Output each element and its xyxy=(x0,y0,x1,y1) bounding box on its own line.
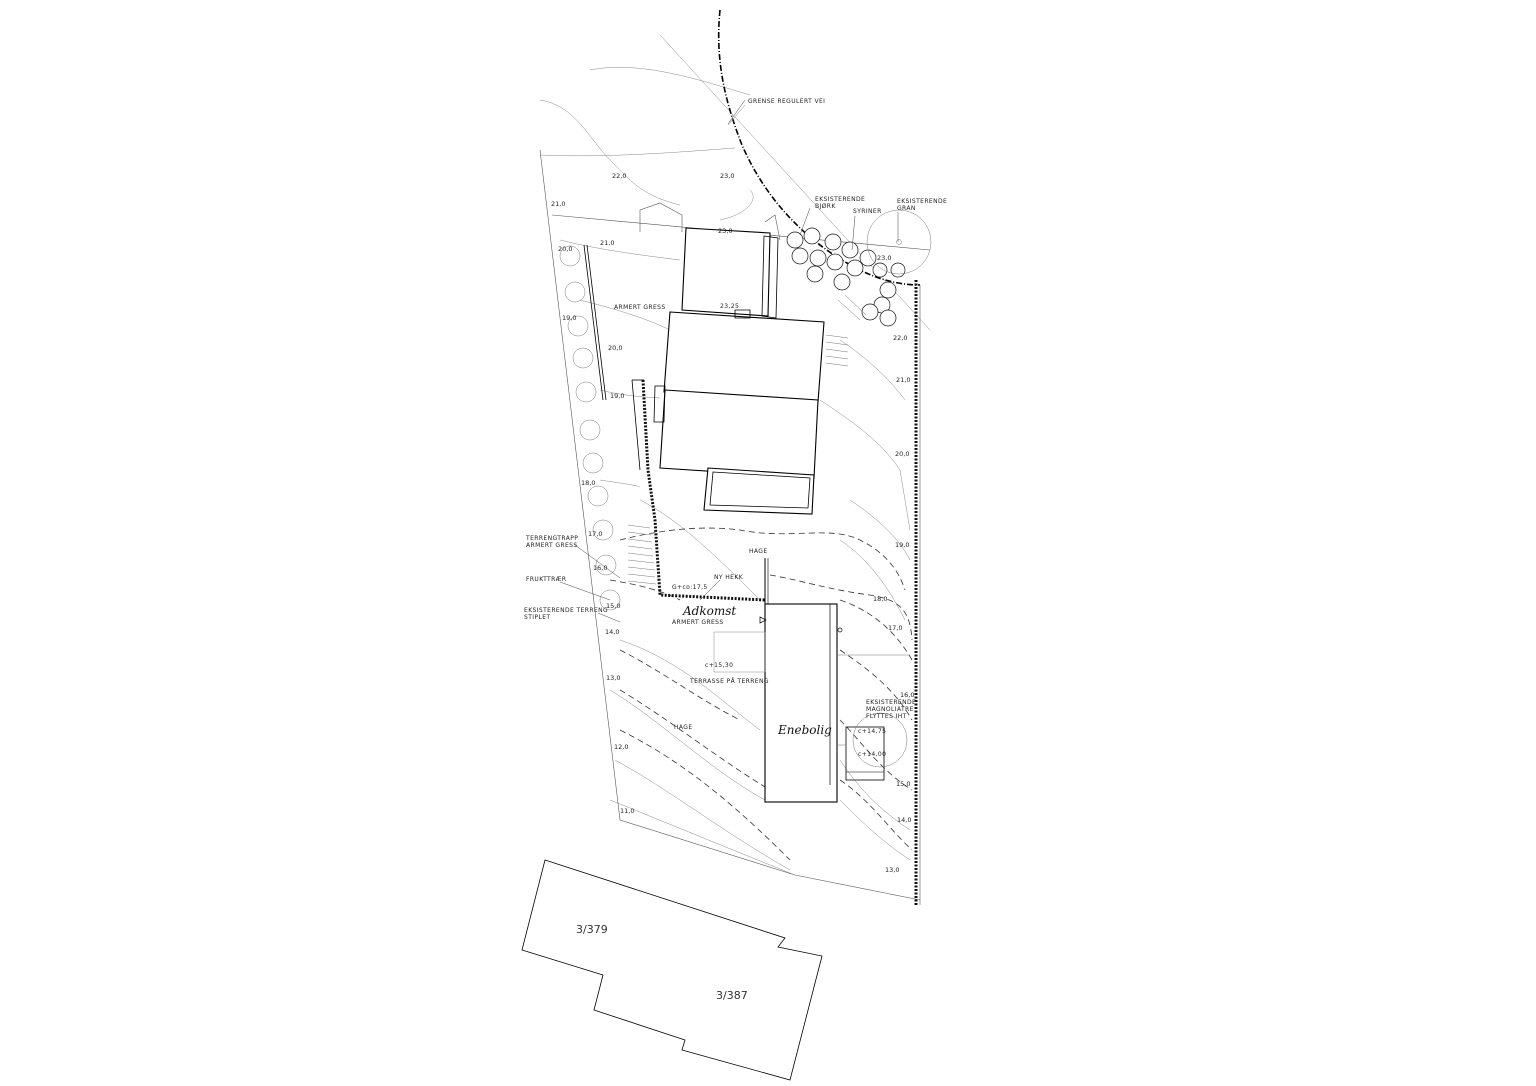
svg-text:22,0: 22,0 xyxy=(893,334,907,342)
existing-spruce xyxy=(866,209,932,275)
svg-text:13,0: 13,0 xyxy=(885,866,899,874)
svg-text:16,0: 16,0 xyxy=(900,691,914,699)
svg-text:21,0: 21,0 xyxy=(551,200,565,208)
svg-text:23,0: 23,0 xyxy=(877,254,891,262)
svg-text:23,0: 23,0 xyxy=(718,227,732,235)
svg-text:14,0: 14,0 xyxy=(605,628,619,636)
svg-text:GRENSE REGULERT VEI: GRENSE REGULERT VEI xyxy=(748,98,825,105)
svg-text:FRUKTTRÆR: FRUKTTRÆR xyxy=(526,576,567,583)
svg-text:TERRENGTRAPP: TERRENGTRAPP xyxy=(525,535,578,542)
svg-text:15,0: 15,0 xyxy=(606,602,620,610)
svg-text:ARMERT GRESS: ARMERT GRESS xyxy=(672,619,724,626)
svg-text:HAGE: HAGE xyxy=(749,548,768,555)
svg-text:HAGE: HAGE xyxy=(674,724,693,731)
svg-text:20,0: 20,0 xyxy=(608,344,622,352)
svg-text:19,0: 19,0 xyxy=(610,392,624,400)
svg-text:EKSISTERENDE TERRENG: EKSISTERENDE TERRENG xyxy=(524,607,608,614)
svg-text:FLYTTES IHT: FLYTTES IHT xyxy=(866,713,907,720)
svg-text:Enebolig: Enebolig xyxy=(777,723,832,737)
svg-text:20,0: 20,0 xyxy=(895,450,909,458)
svg-text:21,0: 21,0 xyxy=(600,239,614,247)
svg-text:19,0: 19,0 xyxy=(895,541,909,549)
svg-text:18,0: 18,0 xyxy=(581,479,595,487)
svg-text:11,0: 11,0 xyxy=(620,807,634,815)
svg-text:SYRINER: SYRINER xyxy=(853,208,882,215)
svg-text:17,0: 17,0 xyxy=(588,530,602,538)
svg-text:12,0: 12,0 xyxy=(614,743,628,751)
svg-text:22,0: 22,0 xyxy=(612,172,626,180)
svg-text:c+14,75: c+14,75 xyxy=(858,728,886,735)
svg-text:c+15,30: c+15,30 xyxy=(705,662,733,669)
svg-text:ARMERT GRESS: ARMERT GRESS xyxy=(614,304,666,311)
svg-text:23,0: 23,0 xyxy=(720,172,734,180)
svg-text:EKSISTERENDE: EKSISTERENDE xyxy=(866,699,916,706)
svg-text:18,0: 18,0 xyxy=(873,595,887,603)
svg-text:EKSISTERENDE: EKSISTERENDE xyxy=(897,198,947,205)
svg-text:3/379: 3/379 xyxy=(576,923,608,936)
svg-text:G+co:17,5: G+co:17,5 xyxy=(672,584,708,591)
neighbor-building xyxy=(521,859,823,1081)
svg-text:15,0: 15,0 xyxy=(896,780,910,788)
svg-text:STIPLET: STIPLET xyxy=(524,614,550,621)
svg-text:13,0: 13,0 xyxy=(606,674,620,682)
svg-text:19,0: 19,0 xyxy=(562,314,576,322)
svg-text:3/387: 3/387 xyxy=(716,989,748,1002)
buildings xyxy=(653,227,910,803)
terrain-stairs xyxy=(627,524,657,585)
contour-labels: 22,0 23,0 21,0 21,0 23,0 20,0 19,0 20,0 … xyxy=(551,172,914,874)
svg-text:23,25: 23,25 xyxy=(720,303,739,310)
svg-text:ARMERT GRESS: ARMERT GRESS xyxy=(526,542,578,549)
existing-birch-trees xyxy=(786,227,906,327)
svg-text:16,0: 16,0 xyxy=(593,564,607,572)
svg-text:20,0: 20,0 xyxy=(558,245,572,253)
svg-text:EKSISTERENDE: EKSISTERENDE xyxy=(815,196,865,203)
terrain-lines xyxy=(539,9,931,905)
svg-text:Adkomst: Adkomst xyxy=(682,604,736,618)
fruit-trees xyxy=(559,245,621,611)
svg-text:21,0: 21,0 xyxy=(896,376,910,384)
enebolig-house xyxy=(764,603,838,803)
svg-text:c+14,00: c+14,00 xyxy=(858,751,886,758)
svg-text:NY HEKK: NY HEKK xyxy=(714,574,744,581)
svg-text:TERRASSE PÅ TERRENG: TERRASSE PÅ TERRENG xyxy=(689,678,769,685)
svg-text:14,0: 14,0 xyxy=(897,816,911,824)
new-hedge xyxy=(641,379,766,602)
annotations: GRENSE REGULERT VEI EKSISTERENDE BJØRK S… xyxy=(524,98,947,1002)
svg-text:BJØRK: BJØRK xyxy=(815,203,836,210)
svg-text:GRAN: GRAN xyxy=(897,205,916,212)
svg-text:MAGNOLIATRE: MAGNOLIATRE xyxy=(866,706,914,713)
svg-text:17,0: 17,0 xyxy=(888,624,902,632)
